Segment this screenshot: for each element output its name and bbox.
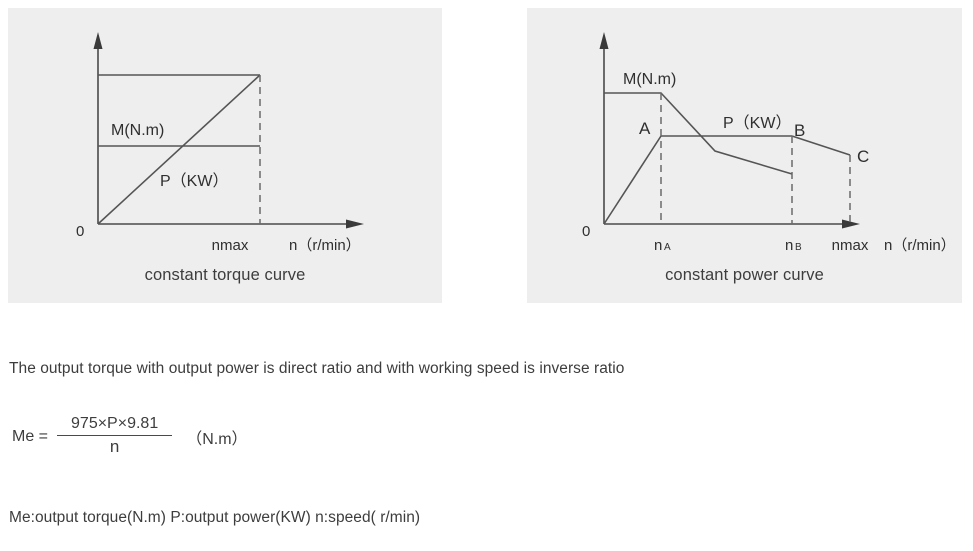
- formula-fraction-bar: [57, 434, 173, 436]
- formula-left-hand-side: Me =: [12, 428, 49, 446]
- x-axis-label: n（r/min）: [289, 237, 361, 254]
- x-tick-nmax: nmax: [832, 237, 869, 254]
- x-axis-label: n（r/min）: [884, 237, 956, 254]
- constant-torque-chart-svg: 0 M(N.m) P（KW） nmax n（r/min）: [76, 32, 364, 254]
- torque-curve-M: [604, 92, 793, 175]
- formula-fraction: 975×P×9.81 n: [57, 415, 173, 457]
- definitions-text: Me:output torque(N.m) P:output power(KW)…: [9, 509, 421, 526]
- point-label-a: A: [639, 119, 651, 138]
- power-label-P: P（KW）: [160, 172, 228, 190]
- x-tick-na-subscript: A: [664, 242, 671, 253]
- power-curve-P-rise-flat: [603, 135, 792, 225]
- formula-block: Me = 975×P×9.81 n （N.m）: [12, 415, 248, 457]
- y-axis-arrow-icon: [599, 32, 609, 49]
- point-label-b: B: [794, 121, 805, 140]
- power-curve-P: [97, 74, 261, 225]
- statement-text: The output torque with output power is d…: [9, 360, 625, 377]
- x-axis-arrow-icon: [346, 219, 364, 229]
- constant-power-chart-svg: 0 M(N.m) P（KW） A B C n A n B nmax n（r/mi…: [582, 32, 956, 254]
- power-curve-P-fall: [791, 135, 851, 156]
- chart-panel-constant-power: 0 M(N.m) P（KW） A B C n A n B nmax n（r/mi…: [527, 8, 962, 303]
- chart-caption-constant-power: constant power curve: [665, 266, 824, 284]
- origin-label: 0: [582, 223, 590, 240]
- torque-label-M: M(N.m): [111, 122, 164, 139]
- origin-label: 0: [76, 223, 84, 240]
- x-tick-nmax: nmax: [212, 237, 249, 254]
- x-axis-arrow-icon: [842, 219, 860, 229]
- torque-label-M: M(N.m): [623, 71, 676, 88]
- formula-units: （N.m）: [186, 431, 248, 449]
- point-label-c: C: [857, 147, 869, 166]
- formula-denominator: n: [109, 436, 120, 456]
- x-tick-nb-subscript: B: [795, 242, 802, 253]
- chart-panel-constant-torque: 0 M(N.m) P（KW） nmax n（r/min） constant to…: [8, 8, 442, 303]
- power-label-P: P（KW）: [723, 114, 791, 132]
- y-axis-arrow-icon: [93, 32, 103, 49]
- x-tick-na: n: [654, 237, 662, 254]
- x-tick-nb: n: [785, 237, 793, 254]
- chart-caption-constant-torque: constant torque curve: [144, 266, 306, 284]
- formula-numerator: 975×P×9.81: [71, 415, 159, 432]
